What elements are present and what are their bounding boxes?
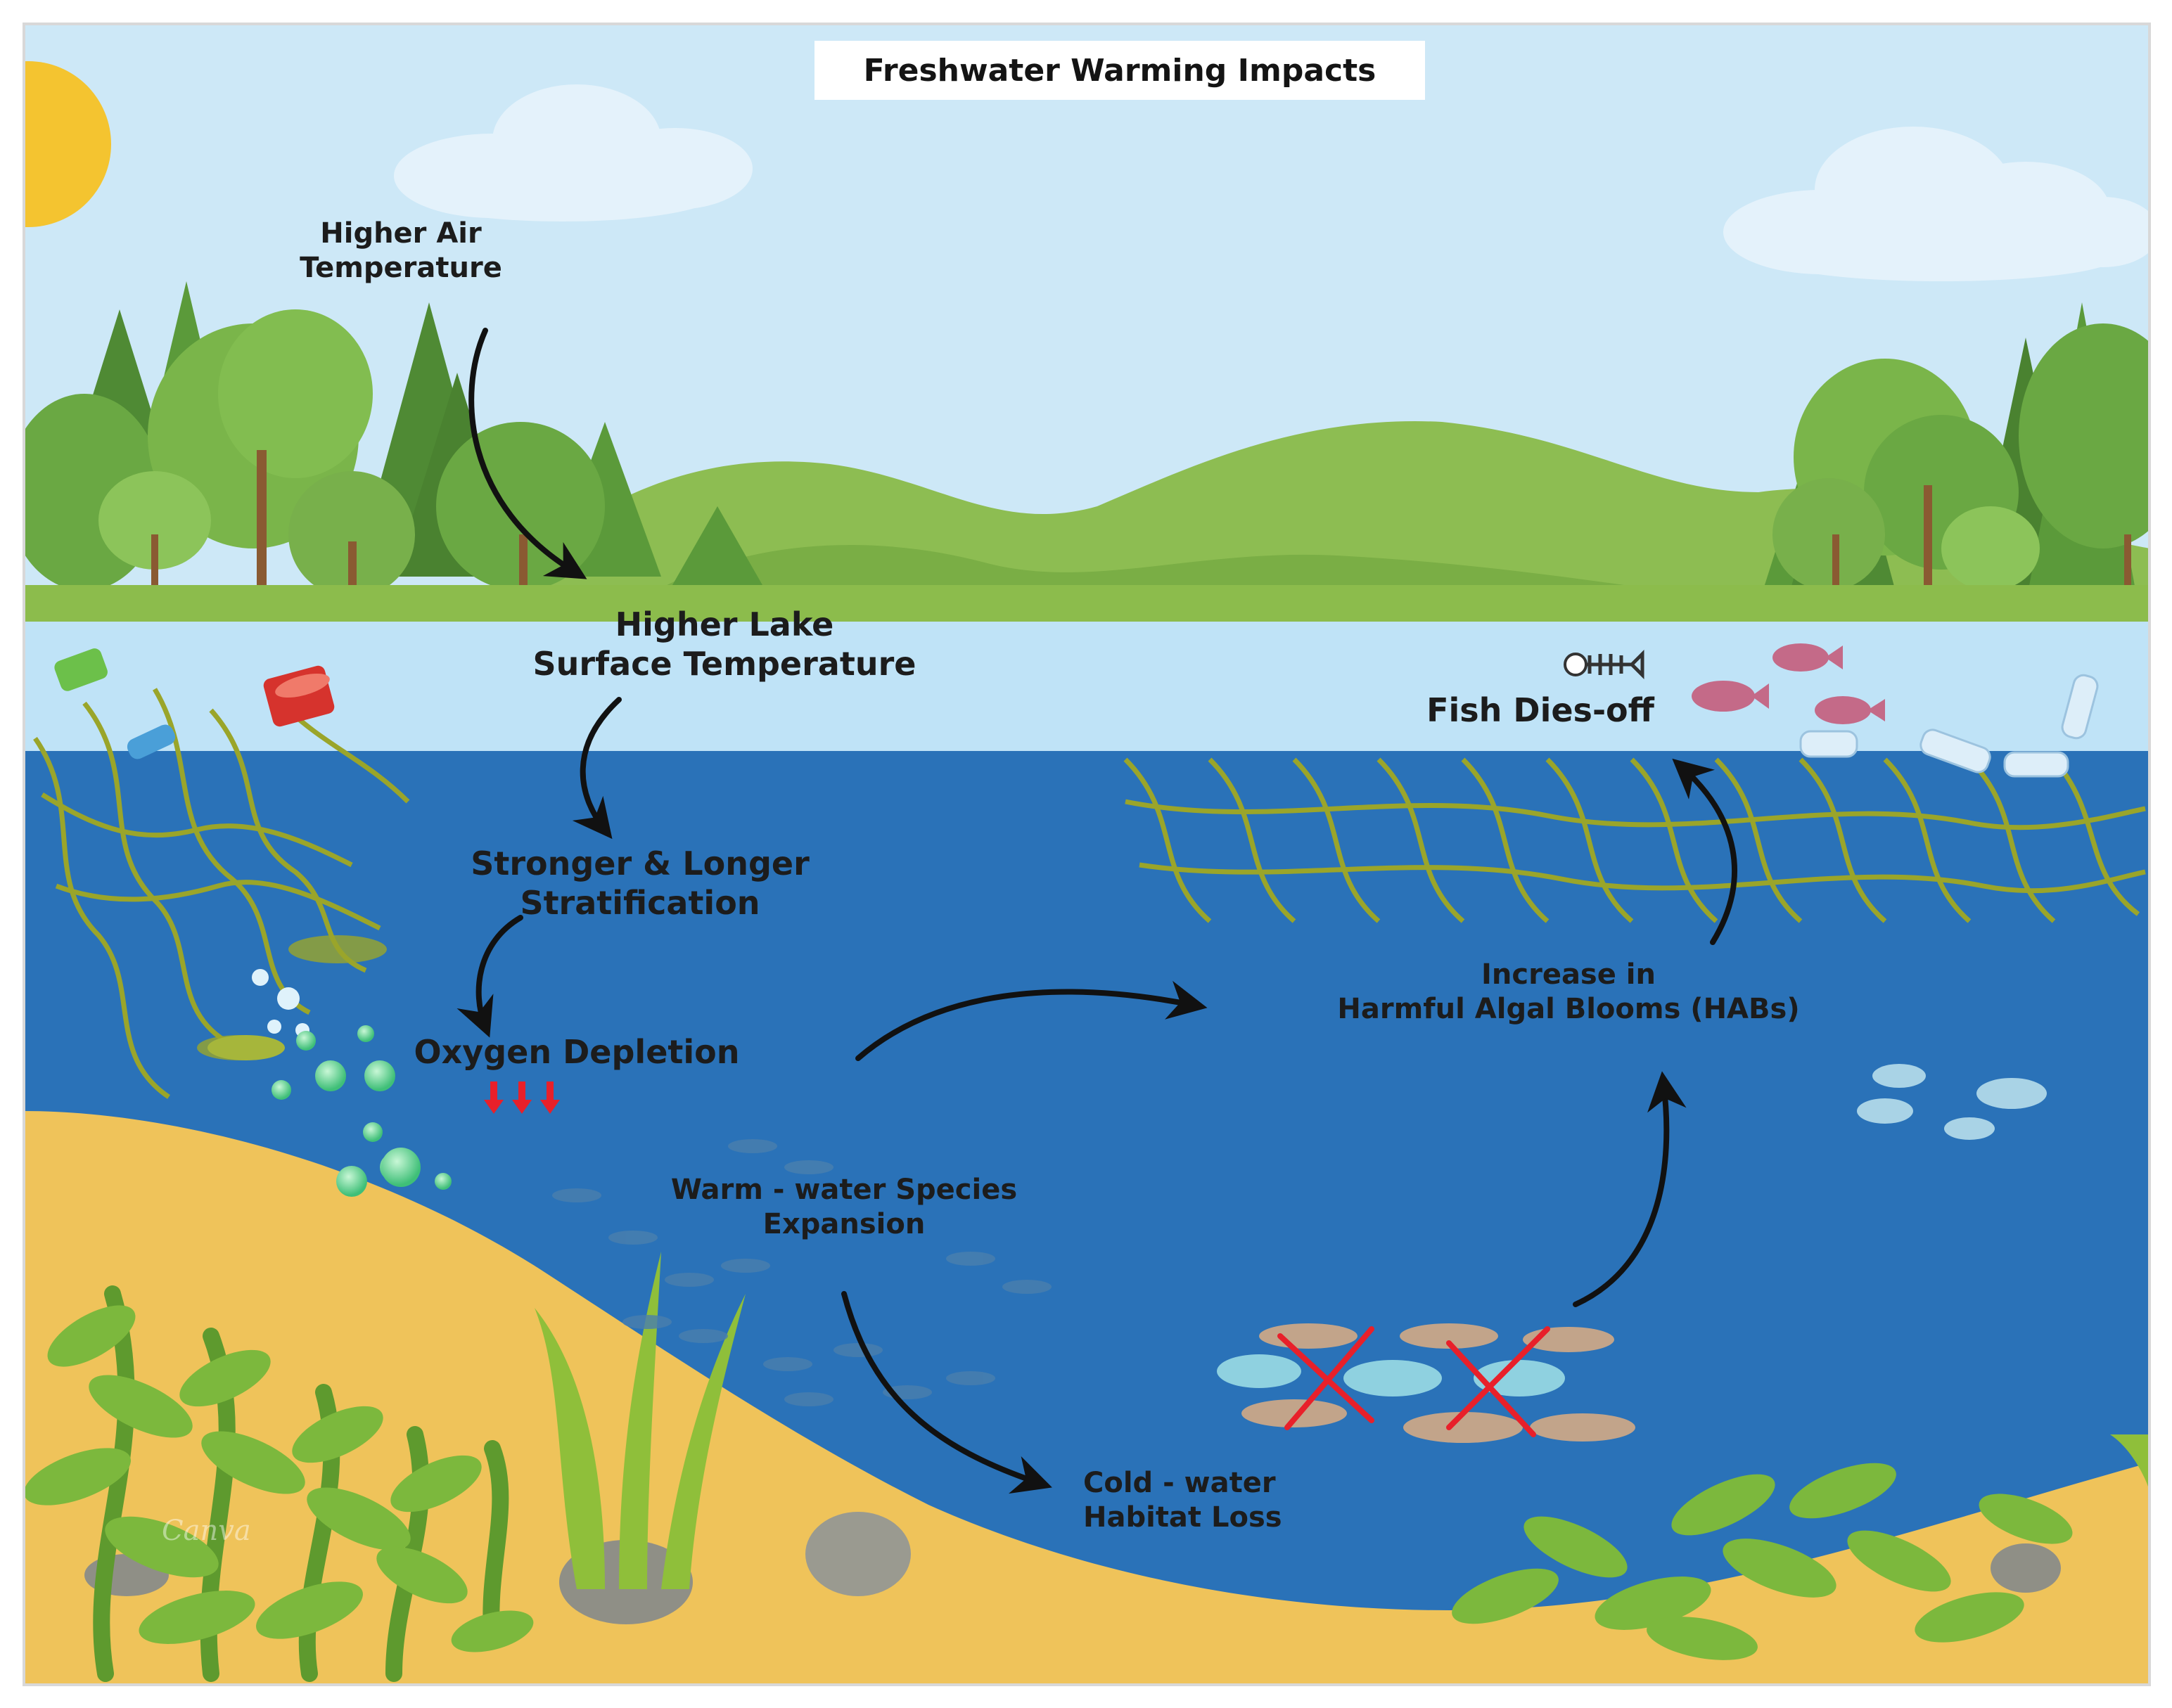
arrow-oxygen-to-habs (855, 980, 1208, 1061)
fish-school-right (1857, 1064, 2047, 1140)
node-warm-water-species-expansion: Warm - water Species Expansion (670, 1174, 1018, 1240)
trash-left (54, 648, 335, 759)
sandy-bottom (24, 1111, 2149, 1685)
node-stronger-longer-stratification: Stronger & Longer Stratification (471, 845, 810, 923)
node-higher-air-temperature: Higher Air Temperature (300, 217, 502, 284)
trash-right (1799, 674, 2099, 778)
arrow-air-to-lake (468, 328, 587, 579)
seagrass (535, 1252, 746, 1589)
oxygen-down-arrows (484, 1081, 560, 1114)
cloud-left (394, 84, 753, 221)
arrow-warm-to-cold (841, 1291, 1052, 1494)
arrow-fish-loss-to-habs (1573, 1071, 1687, 1307)
node-higher-lake-surface-temperature: Higher Lake Surface Temperature (532, 605, 916, 683)
arrow-habs-to-fish-die (1672, 758, 1738, 945)
grass-shore (24, 585, 2149, 622)
node-increase-in-habs: Increase in Harmful Algal Blooms (HABs) (1337, 958, 1800, 1025)
algae-right (1123, 757, 2146, 923)
watermark: Canva (162, 1515, 251, 1547)
cloud-right (1723, 127, 2149, 281)
title-box: Freshwater Warming Impacts (814, 41, 1425, 100)
sun-icon (24, 61, 111, 227)
forest-left (24, 281, 774, 605)
arrow-lake-to-stratification (572, 697, 622, 840)
lake-surface (24, 622, 2149, 752)
oxygen-bubbles (207, 969, 452, 1197)
warm-water-fish (552, 1139, 1052, 1406)
node-oxygen-depletion: Oxygen Depletion (414, 1033, 740, 1071)
cold-water-fish-lost (1217, 1323, 1635, 1443)
forest-right (1758, 302, 2149, 605)
rock (1991, 1543, 2061, 1593)
diagram-title: Freshwater Warming Impacts (863, 52, 1376, 89)
dead-fish-icon (1564, 643, 1885, 724)
frame (23, 23, 2151, 1686)
node-cold-water-habitat-loss: Cold - water Habitat Loss (1083, 1467, 1282, 1534)
node-fish-dies-off: Fish Dies-off (1426, 691, 1654, 729)
seaweed-bottom-right (1452, 1463, 2073, 1660)
rock (805, 1512, 911, 1596)
arrow-stratification-to-oxygen (456, 915, 523, 1038)
